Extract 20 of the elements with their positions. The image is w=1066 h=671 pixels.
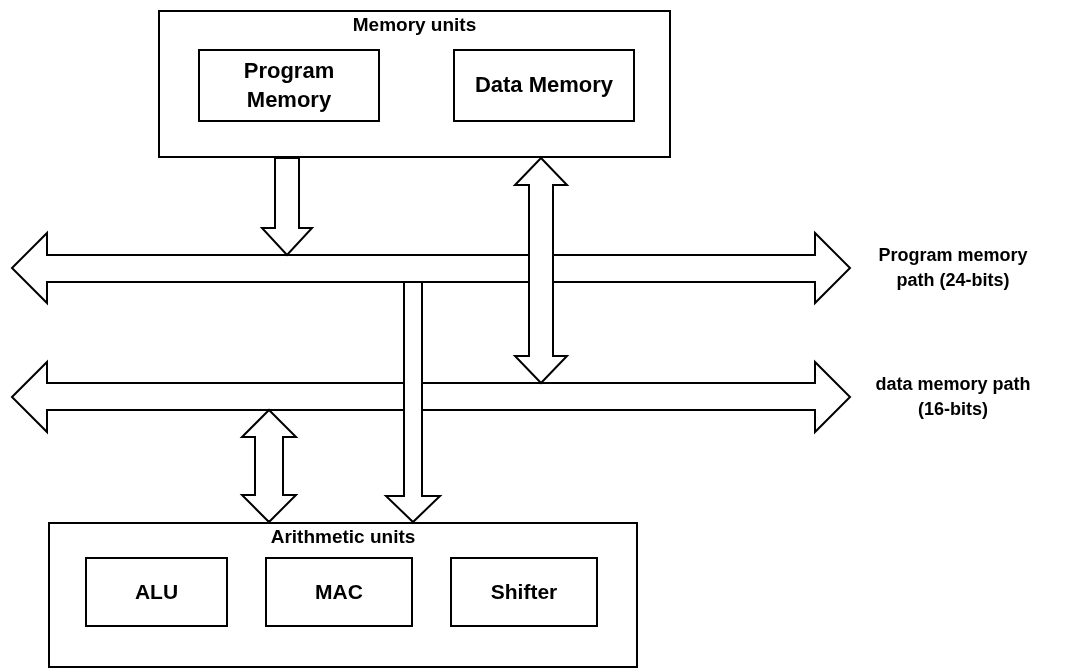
- group-title: Arithmetic units: [269, 526, 417, 548]
- unit-box: [453, 49, 635, 122]
- bus-connector-arrow: [239, 408, 299, 524]
- unit-label: Shifter: [490, 579, 558, 606]
- bus-label: Program memory path (24-bits): [877, 243, 1029, 292]
- bus-label: data memory path (16-bits): [874, 372, 1032, 421]
- group-box: [158, 10, 671, 158]
- unit-box: [450, 557, 598, 627]
- unit-label: MAC: [315, 579, 363, 606]
- unit-label: Data Memory: [474, 71, 614, 100]
- unit-label: ALU: [134, 579, 179, 606]
- unit-box: [265, 557, 413, 627]
- bus-connector-arrow: [512, 156, 570, 385]
- unit-box: [85, 557, 228, 627]
- unit-label: Program Memory: [242, 56, 336, 114]
- group-title: Memory units: [351, 14, 478, 36]
- bus-connector-arrow: [259, 157, 315, 257]
- unit-box: [198, 49, 380, 122]
- group-box: [48, 522, 638, 668]
- bus-connector-arrow: [383, 281, 443, 524]
